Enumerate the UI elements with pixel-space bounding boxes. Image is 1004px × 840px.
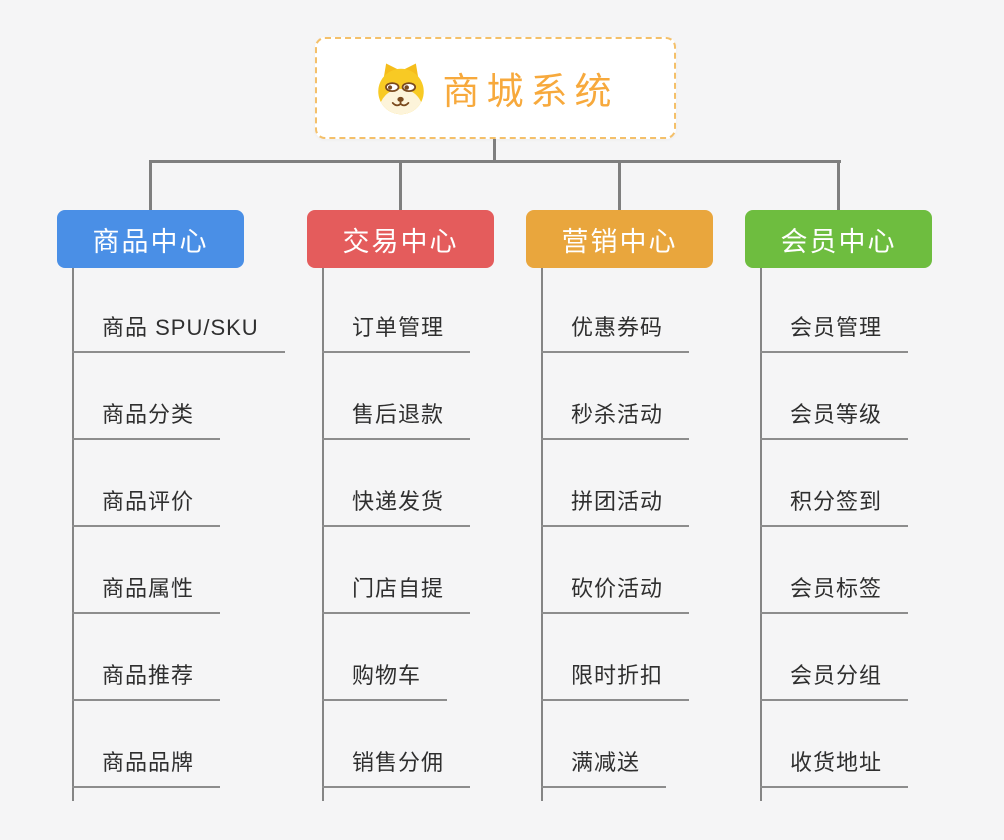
connector-branch-spine <box>322 268 324 801</box>
branch-header-3[interactable]: 会员中心 <box>745 210 932 268</box>
mind-item[interactable]: 商品属性 <box>72 527 221 614</box>
connector-branch-drop <box>837 160 840 210</box>
mind-item[interactable]: 限时折扣 <box>541 614 690 701</box>
mind-item[interactable]: 购物车 <box>322 614 448 701</box>
mind-item[interactable]: 商品品牌 <box>72 701 221 788</box>
mind-item[interactable]: 商品推荐 <box>72 614 221 701</box>
root-node[interactable]: 商城系统 <box>315 37 676 139</box>
root-title: 商城系统 <box>442 71 619 112</box>
mind-item[interactable]: 会员管理 <box>760 268 909 353</box>
branch-items-1: 订单管理售后退款快递发货门店自提购物车销售分佣 <box>322 268 471 788</box>
mind-item[interactable]: 商品评价 <box>72 440 221 527</box>
mind-item[interactable]: 拼团活动 <box>541 440 690 527</box>
branch-header-1[interactable]: 交易中心 <box>307 210 494 268</box>
connector-branch-spine <box>72 268 74 801</box>
connector-branch-spine <box>760 268 762 801</box>
mind-item[interactable]: 会员分组 <box>760 614 909 701</box>
mind-item[interactable]: 砍价活动 <box>541 527 690 614</box>
mind-item[interactable]: 收货地址 <box>760 701 909 788</box>
branch-items-3: 会员管理会员等级积分签到会员标签会员分组收货地址 <box>760 268 909 788</box>
dog-face-icon <box>373 60 429 116</box>
mind-item[interactable]: 售后退款 <box>322 353 471 440</box>
connector-branch-drop <box>618 160 621 210</box>
branch-header-0[interactable]: 商品中心 <box>57 210 244 268</box>
connector-branch-spine <box>541 268 543 801</box>
mind-item[interactable]: 满减送 <box>541 701 667 788</box>
branch-header-2[interactable]: 营销中心 <box>526 210 713 268</box>
mind-item[interactable]: 秒杀活动 <box>541 353 690 440</box>
mind-item[interactable]: 会员等级 <box>760 353 909 440</box>
connector-branch-drop <box>399 160 402 210</box>
mind-item[interactable]: 门店自提 <box>322 527 471 614</box>
mind-item[interactable]: 商品 SPU/SKU <box>72 268 285 353</box>
mind-item[interactable]: 商品分类 <box>72 353 221 440</box>
mind-item[interactable]: 会员标签 <box>760 527 909 614</box>
connector-root-stem <box>493 139 496 162</box>
branch-items-2: 优惠券码秒杀活动拼团活动砍价活动限时折扣满减送 <box>541 268 690 788</box>
mind-item[interactable]: 快递发货 <box>322 440 471 527</box>
connector-horizontal-bar <box>149 160 841 163</box>
mind-item[interactable]: 订单管理 <box>322 268 471 353</box>
mind-item[interactable]: 积分签到 <box>760 440 909 527</box>
mind-item[interactable]: 销售分佣 <box>322 701 471 788</box>
connector-branch-drop <box>149 160 152 210</box>
mind-item[interactable]: 优惠券码 <box>541 268 690 353</box>
